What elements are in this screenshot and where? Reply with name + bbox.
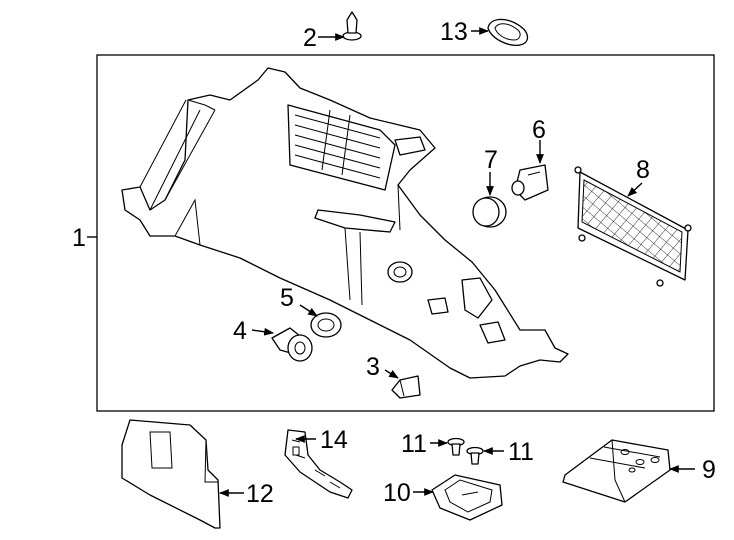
callout-11-right: 11 xyxy=(508,438,534,466)
assembly-frame xyxy=(96,54,715,412)
floor-plate xyxy=(562,439,671,503)
callout-4: 4 xyxy=(233,317,247,345)
bushing xyxy=(310,312,342,338)
callout-2: 2 xyxy=(303,24,317,52)
cargo-net xyxy=(574,166,692,287)
callout-11-left: 11 xyxy=(401,430,427,458)
callout-14: 14 xyxy=(320,426,348,454)
callout-5: 5 xyxy=(280,284,294,312)
grommet xyxy=(472,196,507,228)
oval-plug xyxy=(487,18,529,46)
retainer-pin xyxy=(511,164,549,201)
plug xyxy=(271,327,313,362)
bracket xyxy=(391,375,421,399)
storage-tray xyxy=(431,474,503,521)
callout-9: 9 xyxy=(702,456,716,484)
clip-left xyxy=(447,437,465,456)
callout-3: 3 xyxy=(366,353,380,381)
callout-12: 12 xyxy=(246,480,274,508)
callout-7: 7 xyxy=(484,146,498,174)
quarter-trim-panel xyxy=(121,67,569,379)
clip-right xyxy=(466,446,484,465)
callout-10: 10 xyxy=(383,479,411,507)
callout-13: 13 xyxy=(440,18,468,46)
callout-8: 8 xyxy=(636,156,650,184)
callout-1: 1 xyxy=(72,224,86,252)
push-clip xyxy=(342,11,362,41)
callout-6: 6 xyxy=(532,116,546,144)
side-panel xyxy=(121,419,221,529)
